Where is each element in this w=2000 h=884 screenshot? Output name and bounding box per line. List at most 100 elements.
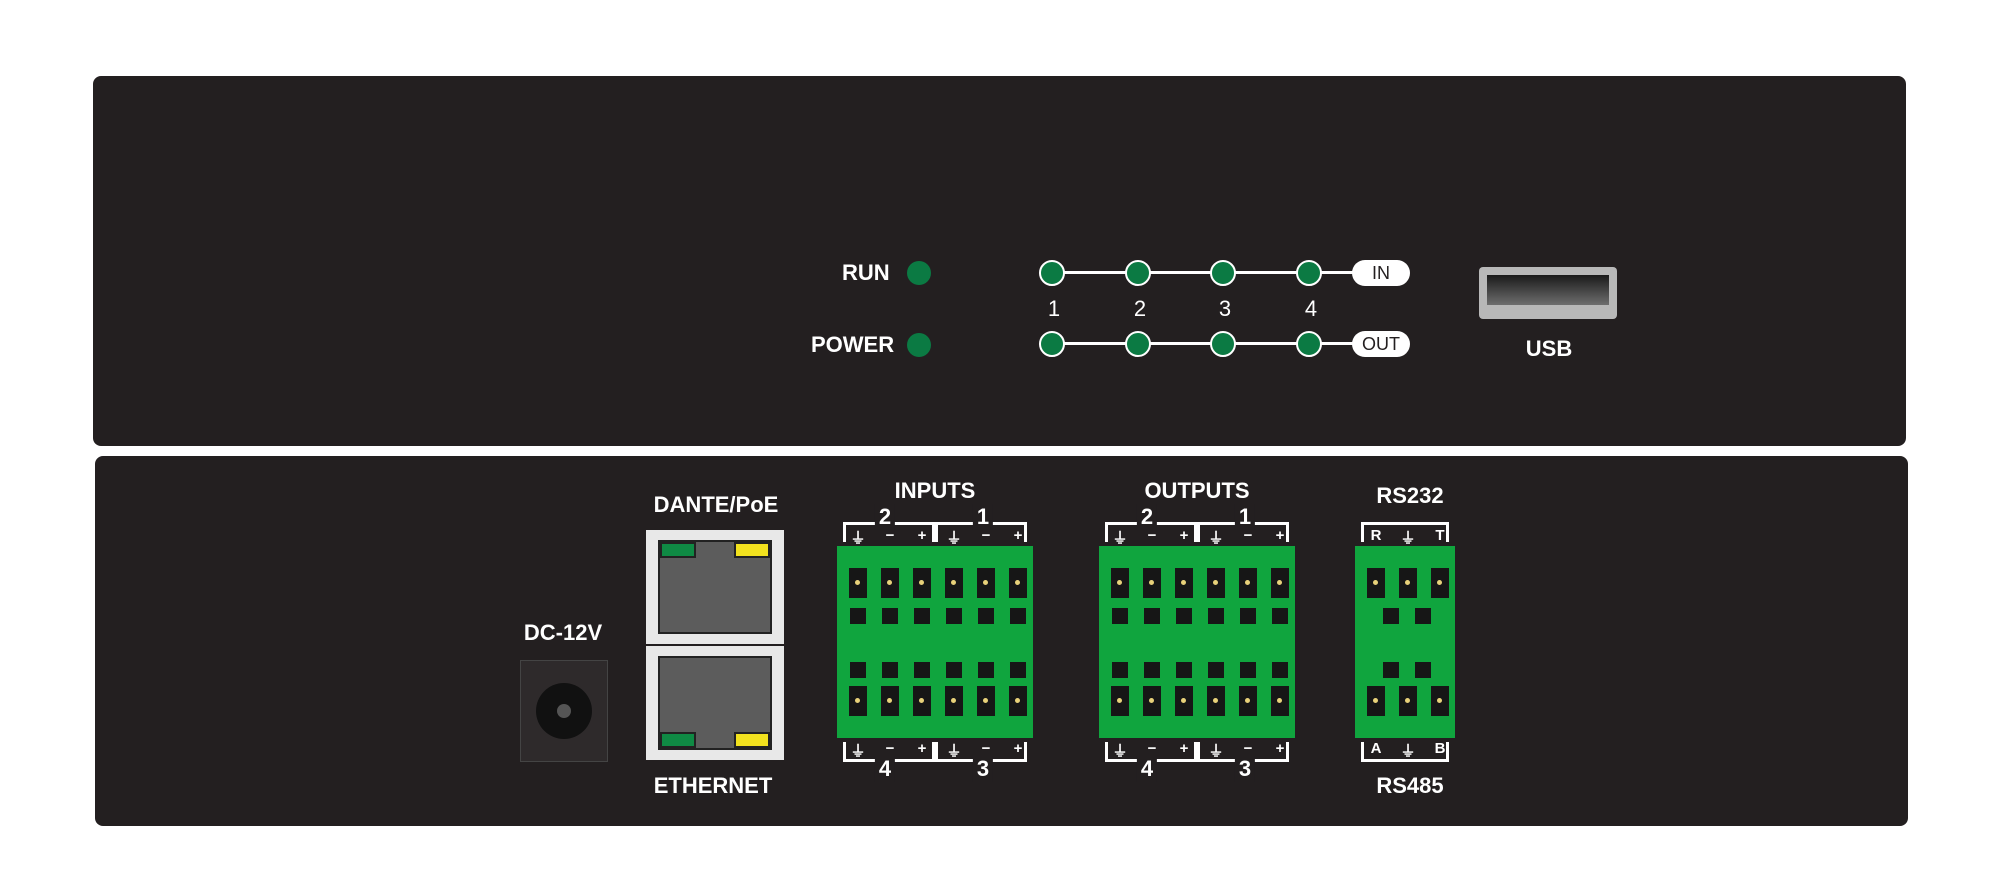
ethernet-port-socket (658, 656, 772, 750)
outputs-channel-2-number: 2 (1136, 504, 1158, 530)
ethernet-link-led-yellow (734, 732, 770, 748)
outputs-connector-body[interactable] (1099, 546, 1295, 738)
channel-number-2: 2 (1133, 296, 1147, 321)
outputs-pinhole-bottom-2[interactable] (1143, 686, 1161, 716)
rs485-pin-label-3: B (1434, 740, 1446, 757)
inputs-pinhole-bottom-4[interactable] (945, 686, 963, 716)
outputs-pin-label-top-5: − (1243, 527, 1253, 544)
inputs-channel-3-number: 3 (972, 756, 994, 782)
rs232-pinhole-3[interactable] (1431, 568, 1449, 598)
inputs-screw-top-1 (850, 608, 866, 624)
inputs-pin-label-top-4: ⏚ (946, 530, 962, 547)
outputs-screw-bottom-5 (1240, 662, 1256, 678)
rs232-pinhole-1[interactable] (1367, 568, 1385, 598)
outputs-channel-3-number: 3 (1234, 756, 1256, 782)
channel-number-4: 4 (1304, 296, 1318, 321)
inputs-screw-top-5 (978, 608, 994, 624)
power-label: POWER (811, 332, 895, 357)
inputs-pinhole-bottom-1[interactable] (849, 686, 867, 716)
inputs-screw-top-3 (914, 608, 930, 624)
dc-label: DC-12V (523, 620, 603, 645)
outputs-pinhole-top-4[interactable] (1207, 568, 1225, 598)
inputs-pinhole-bottom-3[interactable] (913, 686, 931, 716)
outputs-pinhole-top-3[interactable] (1175, 568, 1193, 598)
pin-contact (983, 580, 988, 585)
inputs-channel-1-number: 1 (972, 504, 994, 530)
rs232-bracket (1361, 522, 1449, 542)
outputs-screw-bottom-2 (1144, 662, 1160, 678)
outputs-pinhole-bottom-1[interactable] (1111, 686, 1129, 716)
outputs-pinhole-bottom-6[interactable] (1271, 686, 1289, 716)
out-led-3 (1210, 331, 1236, 357)
outputs-pinhole-top-1[interactable] (1111, 568, 1129, 598)
outputs-channel-1-number: 1 (1234, 504, 1256, 530)
rs485-pin-label-2: ⏚ (1400, 743, 1416, 760)
pin-contact (1015, 698, 1020, 703)
inputs-pinhole-bottom-2[interactable] (881, 686, 899, 716)
pin-contact (1213, 698, 1218, 703)
pin-contact (1277, 580, 1282, 585)
pin-contact (1015, 580, 1020, 585)
ethernet-port[interactable] (646, 646, 784, 760)
outputs-pin-label-top-6: + (1275, 527, 1285, 544)
pin-contact (1149, 580, 1154, 585)
pin-contact (951, 580, 956, 585)
inputs-pinhole-bottom-6[interactable] (1009, 686, 1027, 716)
out-led-4 (1296, 331, 1322, 357)
usb-port[interactable] (1479, 267, 1617, 319)
inputs-pin-label-top-6: + (1013, 527, 1023, 544)
inputs-pinhole-top-3[interactable] (913, 568, 931, 598)
outputs-pin-label-bottom-2: − (1147, 740, 1157, 757)
outputs-channel-4-number: 4 (1136, 756, 1158, 782)
rs232-pinhole-2[interactable] (1399, 568, 1417, 598)
usb-slot (1487, 275, 1609, 305)
inputs-pinhole-top-5[interactable] (977, 568, 995, 598)
inputs-pinhole-top-6[interactable] (1009, 568, 1027, 598)
dante-link-led-yellow (734, 542, 770, 558)
pin-contact (1181, 580, 1186, 585)
outputs-pin-label-bottom-5: − (1243, 740, 1253, 757)
pin-contact (1405, 580, 1410, 585)
rs485-pinhole-3[interactable] (1431, 686, 1449, 716)
pin-contact (887, 580, 892, 585)
dante-poe-port[interactable] (646, 530, 784, 644)
pin-contact (1373, 698, 1378, 703)
inputs-connector-body[interactable] (837, 546, 1033, 738)
pin-contact (1277, 698, 1282, 703)
outputs-pinhole-top-6[interactable] (1271, 568, 1289, 598)
inputs-screw-bottom-2 (882, 662, 898, 678)
inputs-screw-top-6 (1010, 608, 1026, 624)
out-led-2 (1125, 331, 1151, 357)
outputs-screw-top-3 (1176, 608, 1192, 624)
inputs-pinhole-top-2[interactable] (881, 568, 899, 598)
inputs-pinhole-top-1[interactable] (849, 568, 867, 598)
outputs-pinhole-bottom-5[interactable] (1239, 686, 1257, 716)
dc-jack-ring (536, 683, 592, 739)
pin-contact (919, 698, 924, 703)
dc-power-jack[interactable] (520, 660, 608, 762)
rs485-label: RS485 (1376, 773, 1444, 798)
outputs-screw-top-2 (1144, 608, 1160, 624)
dante-link-led-green (660, 542, 696, 558)
pin-contact (1245, 698, 1250, 703)
inputs-label: INPUTS (894, 478, 976, 503)
outputs-pinhole-top-2[interactable] (1143, 568, 1161, 598)
pin-contact (1213, 580, 1218, 585)
rs485-pinhole-1[interactable] (1367, 686, 1385, 716)
pin-contact (1437, 580, 1442, 585)
outputs-screw-bottom-4 (1208, 662, 1224, 678)
outputs-pinhole-bottom-3[interactable] (1175, 686, 1193, 716)
outputs-screw-top-1 (1112, 608, 1128, 624)
pin-contact (1117, 580, 1122, 585)
outputs-pin-label-top-2: − (1147, 527, 1157, 544)
in-led-1 (1039, 260, 1065, 286)
rs485-pinhole-2[interactable] (1399, 686, 1417, 716)
outputs-pinhole-bottom-4[interactable] (1207, 686, 1225, 716)
inputs-pinhole-bottom-5[interactable] (977, 686, 995, 716)
outputs-pin-label-bottom-1: ⏚ (1112, 743, 1128, 760)
rs485-bracket (1361, 742, 1449, 762)
inputs-screw-top-2 (882, 608, 898, 624)
inputs-pinhole-top-4[interactable] (945, 568, 963, 598)
outputs-pinhole-top-5[interactable] (1239, 568, 1257, 598)
outputs-pin-label-top-4: ⏚ (1208, 530, 1224, 547)
